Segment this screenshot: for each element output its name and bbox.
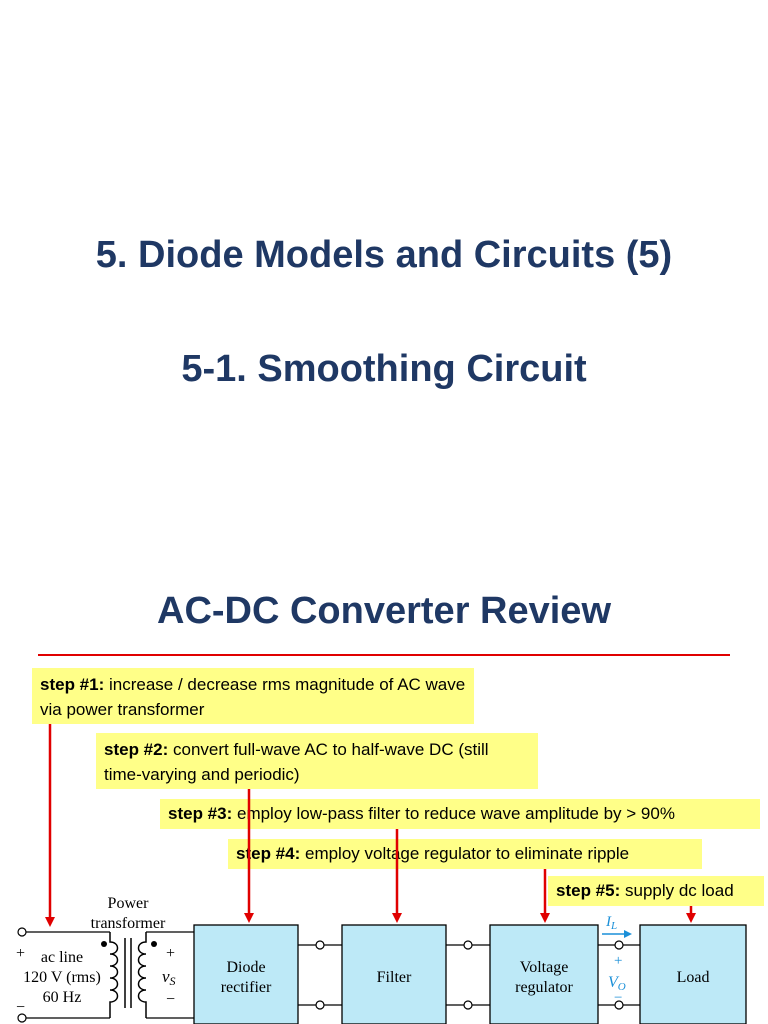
step-5-text: supply dc load: [624, 881, 734, 900]
rectifier-label-2: rectifier: [221, 979, 272, 996]
step-5-callout: step #5: supply dc load: [548, 876, 764, 906]
load-label: Load: [677, 969, 710, 986]
regulator-label-1: Voltage: [520, 959, 569, 976]
source-plus: +: [16, 945, 25, 962]
source-label-2: 120 V (rms): [23, 969, 101, 986]
secondary-winding: [137, 932, 147, 1018]
step-3-label: step #3:: [168, 804, 233, 823]
step-2-label: step #2:: [104, 740, 169, 759]
vs-subscript: S: [170, 974, 176, 988]
step-2-text: convert full-wave AC to half-wave DC (st…: [104, 740, 489, 784]
node-3-bottom: [614, 1000, 624, 1010]
title-divider: [38, 654, 730, 656]
il-label: IL: [605, 914, 617, 932]
secondary-dot: [151, 941, 157, 947]
step-1-label: step #1:: [40, 675, 105, 694]
node-2-top: [463, 940, 473, 950]
il-subscript: L: [610, 920, 617, 932]
source-terminal-top: [17, 927, 27, 937]
vs-plus: +: [166, 945, 175, 962]
vs-symbol: v: [162, 967, 170, 986]
step-4-label: step #4:: [236, 844, 301, 863]
rectifier-block: [193, 924, 299, 1024]
step-4-text: employ voltage regulator to eliminate ri…: [304, 844, 630, 863]
vo-label: VO: [608, 974, 626, 993]
step-3-text: employ low-pass filter to reduce wave am…: [236, 804, 675, 823]
transformer-label-2: transformer: [91, 915, 166, 932]
node-1-bottom: [315, 1000, 325, 1010]
step-3-callout: step #3: employ low-pass filter to reduc…: [160, 799, 760, 829]
main-title: 5. Diode Models and Circuits (5): [95, 234, 673, 276]
primary-winding: [109, 932, 119, 1018]
regulator-label-2: regulator: [515, 979, 573, 996]
source-minus: −: [16, 999, 25, 1016]
step-4-callout: step #4: employ voltage regulator to eli…: [228, 839, 702, 869]
source-label-3: 60 Hz: [43, 989, 82, 1006]
filter-label: Filter: [377, 969, 412, 986]
il-symbol: I: [605, 914, 612, 930]
step-2-callout: step #2: convert full-wave AC to half-wa…: [96, 733, 538, 789]
step-5-label: step #5:: [556, 881, 621, 900]
slide-title: AC-DC Converter Review: [157, 590, 611, 632]
primary-dot: [101, 941, 107, 947]
node-3-top: [614, 940, 624, 950]
source-label-1: ac line: [41, 949, 83, 966]
vs-label: vS: [162, 967, 176, 988]
load-block: [639, 924, 747, 1024]
filter-block: [341, 924, 447, 1024]
vo-minus: −: [614, 990, 622, 1006]
node-2-bottom: [463, 1000, 473, 1010]
regulator-block: [489, 924, 599, 1024]
vo-plus: +: [614, 953, 622, 969]
rectifier-label-1: Diode: [226, 959, 265, 976]
step-1-callout: step #1: increase / decrease rms magnitu…: [32, 668, 474, 724]
vs-minus: −: [166, 991, 175, 1008]
vo-symbol: V: [608, 974, 620, 991]
section-title: 5-1. Smoothing Circuit: [181, 348, 587, 390]
vo-subscript: O: [618, 981, 626, 993]
node-1-top: [315, 940, 325, 950]
transformer-label-1: Power: [108, 895, 150, 912]
step-1-text: increase / decrease rms magnitude of AC …: [40, 675, 466, 719]
